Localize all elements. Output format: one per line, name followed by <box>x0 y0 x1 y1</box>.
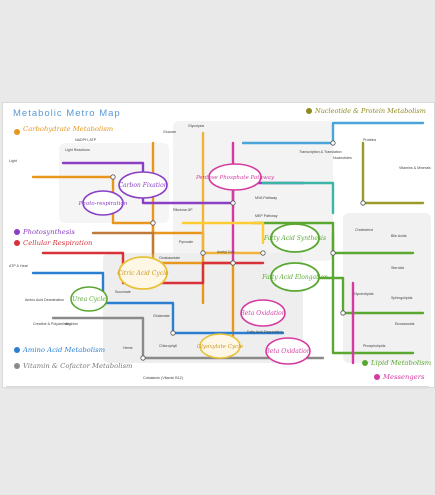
station <box>340 310 346 316</box>
station <box>360 200 366 206</box>
beta-oxidation-right <box>265 337 311 365</box>
pentose-cycle <box>208 163 262 191</box>
messenger-marker <box>374 374 380 380</box>
node-ribulose: Ribulose-5P <box>173 208 193 212</box>
node-cholesterol: Cholesterol <box>355 228 373 232</box>
station <box>200 250 206 256</box>
node-arginine: Arginine <box>65 322 78 326</box>
nucleotide-line <box>241 121 425 145</box>
vitamin-heading: Vitamin & Cofactor Metabolism <box>23 362 133 370</box>
node-glycerolipids: Glycerolipids <box>353 292 374 296</box>
amino-marker <box>14 347 20 353</box>
station <box>150 220 156 226</box>
node-mva: MVA Pathway <box>255 196 277 200</box>
beta-oxidation-left-label: Beta Oxidation <box>239 310 285 317</box>
carb-heading: Carbohydrate Metabolism <box>23 125 113 133</box>
node-chlorophyll: Chlorophyll <box>159 344 177 348</box>
urea-label: Urea Cycle <box>72 296 106 303</box>
amino-heading: Amino Acid Metabolism <box>22 346 105 354</box>
station <box>330 140 336 146</box>
fatty-elongation-label: Fatty Acid Elongation <box>261 274 328 281</box>
vitamin-marker <box>14 363 20 369</box>
node-fa-degradation: Fatty Acid Degradation <box>247 330 283 334</box>
yellow-line <box>181 221 265 245</box>
node-proteins: Proteins <box>363 138 376 142</box>
resp-heading: Cellular Respiration <box>23 239 92 247</box>
teal-line <box>261 181 335 215</box>
node-glucose: Glucose <box>163 130 176 134</box>
glyoxylate-cycle <box>199 333 241 359</box>
amino-line <box>31 271 285 335</box>
station <box>230 200 236 206</box>
node-amino-deamination: Amino Acid Deamination <box>25 298 64 302</box>
lipid-heading: Lipid Metabolism <box>370 359 431 367</box>
node-light-reactions: Light Reactions <box>65 148 90 152</box>
photorespiration-label: Photo-respiration <box>78 201 128 207</box>
node-light: Light <box>9 159 17 163</box>
node-vitamins: Vitamins & Minerals <box>399 166 431 170</box>
fatty-elongation-cycle <box>270 262 320 292</box>
node-nadph: NADPH, ATP <box>75 138 97 142</box>
node-glycolysis: Glycolysis <box>188 124 204 128</box>
node-succinate: Succinate <box>115 290 131 294</box>
messenger-heading: Messengers <box>382 373 425 381</box>
node-acetyl-coa: Acetyl CoA <box>217 250 235 254</box>
node-oxaloacetate: Oxaloacetate <box>159 256 180 260</box>
map-title: Metabolic Metro Map <box>13 108 121 119</box>
station <box>170 330 176 336</box>
urea-cycle <box>70 286 108 312</box>
node-bile-acids: Bile Acids <box>391 234 407 238</box>
beta-oxidation-left <box>240 299 286 327</box>
node-steroids: Steroids <box>391 266 404 270</box>
node-creatine: Creatine & Polyamines <box>33 322 70 326</box>
olive-line <box>361 141 425 205</box>
beta-oxidation-right-label: Beta Oxidation <box>264 348 310 355</box>
station <box>230 260 236 266</box>
node-phospholipids: Phospholipids <box>363 344 386 348</box>
carb-marker <box>14 129 20 135</box>
station <box>110 174 116 180</box>
resp-marker <box>14 240 20 246</box>
station <box>260 250 266 256</box>
nucleotide-heading: Nucleotide & Protein Metabolism <box>314 107 426 115</box>
pentose-label: Pentose Phosphate Pathway <box>195 175 275 181</box>
node-sphingolipids: Sphingolipids <box>391 296 413 300</box>
carbon-fixation-cycle <box>118 171 168 199</box>
station <box>140 355 146 361</box>
lipid-marker <box>362 360 368 366</box>
node-mep: MEP Pathway <box>255 214 278 218</box>
node-heme: Heme <box>123 346 133 350</box>
metro-map-poster: Metabolic Metro Map Carbohydrate Metabol… <box>2 102 435 388</box>
node-atp: ATP & Heat <box>9 264 28 268</box>
photo-heading: Photosynthesis <box>22 228 75 236</box>
er-zone <box>343 213 431 363</box>
nucleotide-marker <box>306 108 312 114</box>
lipid-line-2 <box>331 231 415 355</box>
carbon-fixation-label: Carbon Fixation <box>118 182 167 189</box>
node-eicosanoids: Eicosanoids <box>395 322 415 326</box>
citric-acid-cycle <box>118 256 168 290</box>
photorespiration-cycle <box>82 190 124 216</box>
fatty-synthesis-label: Fatty Acid Synthesis <box>263 235 326 242</box>
station <box>330 250 336 256</box>
photo-marker <box>14 229 20 235</box>
fatty-synthesis-cycle <box>270 223 320 253</box>
citric-label: Citric Acid Cycle <box>117 270 169 277</box>
brown-line <box>91 231 155 255</box>
node-cobalamin: Cobalamin (Vitamin B12) <box>143 376 183 380</box>
metro-map-svg: Metabolic Metro Map Carbohydrate Metabol… <box>9 107 431 381</box>
node-glutamate: Glutamate <box>153 314 170 318</box>
node-nucleotides: Nucleotides <box>333 156 352 160</box>
glyoxylate-label: Glyoxylate Cycle <box>197 344 244 350</box>
node-pyruvate: Pyruvate <box>179 240 193 244</box>
poster-shadow <box>6 386 429 390</box>
node-transcription: Transcription & Translation <box>299 150 342 154</box>
vitamin-line <box>51 316 325 360</box>
